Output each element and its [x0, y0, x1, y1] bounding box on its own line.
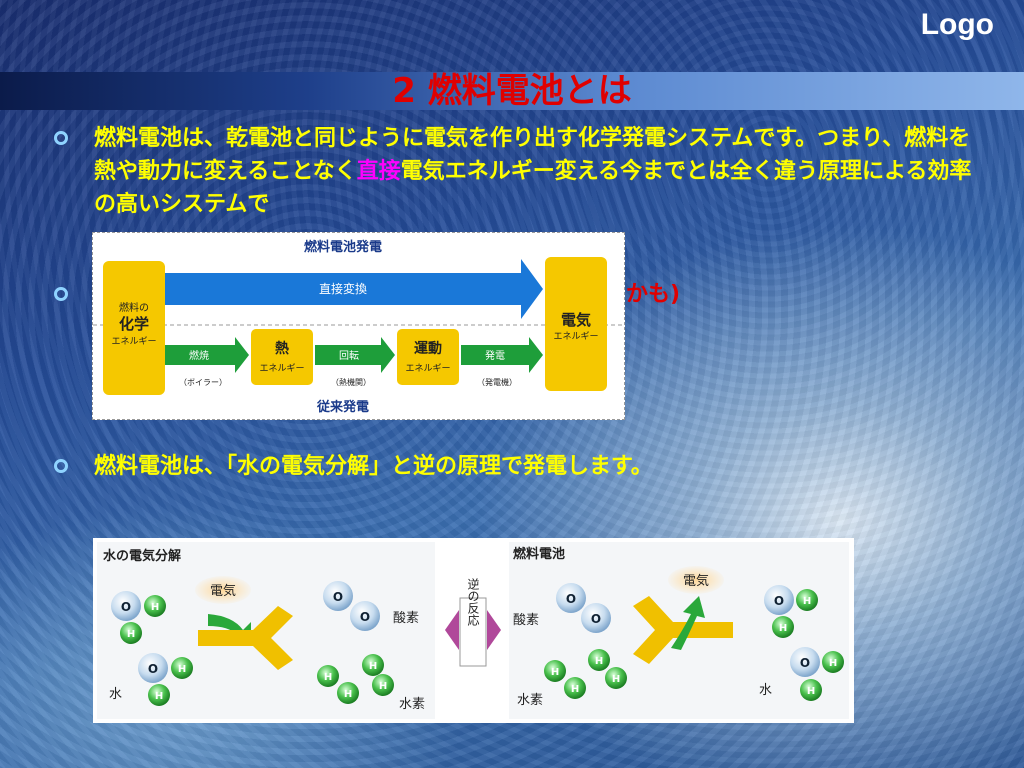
direct-conversion-arrow	[165, 259, 543, 319]
chemical-energy-box	[103, 261, 165, 395]
step2-sub: （熱機関）	[331, 377, 371, 387]
reverse-label: 逆の反応	[466, 577, 480, 627]
left-box-line3: エネルギー	[111, 336, 156, 347]
rotation-arrow	[315, 337, 395, 373]
electric-energy-box	[545, 257, 607, 391]
reverse-box	[459, 597, 487, 667]
hydrogen-label-left: 水素	[399, 697, 425, 712]
bullet-3: 燃料電池は、「水の電気分解」と逆の原理で発電します。	[54, 450, 980, 483]
svg-text:O: O	[333, 590, 343, 604]
direct-arrow-label: 直接変換	[319, 281, 367, 296]
motion-box-line2: エネルギー	[405, 363, 450, 374]
svg-text:H: H	[595, 656, 603, 667]
svg-text:O: O	[360, 610, 370, 624]
bullet-marker	[54, 287, 68, 301]
water-molecules-left: O H H O H H	[111, 591, 193, 706]
hydrogen-label-right: 水素	[517, 693, 543, 708]
step3-sub: （発電機）	[477, 377, 517, 387]
svg-text:H: H	[379, 681, 387, 692]
green-curve-arrow-right	[671, 596, 705, 650]
bullet-1-part1: 燃料電池は、乾電池と同じように電気を作り出す化学発電システムです。つまり、燃料を…	[94, 126, 971, 184]
top-title: 燃料電池発電	[304, 239, 382, 255]
power-generation-svg: 燃料電池発電 従来発電 燃料の 化学 エネルギー 電気 エネルギー 直接変換 燃…	[93, 239, 624, 415]
motion-energy-box	[397, 329, 459, 385]
svg-text:H: H	[807, 686, 815, 697]
svg-text:O: O	[800, 656, 810, 670]
bullet-3-text: 燃料電池は、「水の電気分解」と逆の原理で発電します。	[94, 454, 653, 479]
bullet-1-highlight: 直接	[356, 159, 401, 184]
bullet-1: 燃料電池は、乾電池と同じように電気を作り出す化学発電システムです。つまり、燃料を…	[54, 122, 980, 221]
svg-text:H: H	[344, 689, 352, 700]
svg-text:H: H	[151, 602, 159, 613]
bottom-title: 従来発電	[316, 399, 369, 415]
svg-text:O: O	[121, 600, 131, 614]
power-generation-diagram: 燃料電池発電 従来発電 燃料の 化学 エネルギー 電気 エネルギー 直接変換 燃…	[92, 232, 625, 420]
fuelcell-title: 燃料電池	[513, 546, 565, 562]
step1-label: 燃焼	[189, 349, 209, 362]
reverse-arrow-left-head	[445, 610, 459, 650]
svg-text:H: H	[829, 658, 837, 669]
electricity-label-right: 電気	[683, 573, 709, 589]
bullet-1-part2: 電気エネルギー変える今までとは全く違う原理による効率の高いシステムで	[94, 159, 972, 217]
bullet-1-text: 燃料電池は、乾電池と同じように電気を作り出す化学発電システムです。つまり、燃料を…	[94, 122, 980, 221]
step2-label: 回転	[339, 350, 359, 362]
step1-sub: （ボイラー）	[179, 378, 227, 387]
svg-text:O: O	[591, 612, 601, 626]
right-box-line2: エネルギー	[553, 331, 598, 342]
svg-text:H: H	[551, 667, 559, 678]
oxygen-molecule-right: O O	[556, 583, 611, 633]
heat-box-line1: 熱	[275, 340, 289, 357]
heat-box-line2: エネルギー	[259, 363, 304, 374]
svg-text:H: H	[803, 596, 811, 607]
hydrogen-molecules-left: H H H H	[317, 654, 394, 704]
electricity-glow-left	[195, 576, 251, 604]
svg-text:H: H	[127, 629, 135, 640]
electricity-glow-right	[668, 566, 724, 594]
electrolysis-title: 水の電気分解	[103, 548, 181, 564]
water-molecules-right: O H H O H H	[764, 585, 844, 701]
split-arrow-left	[198, 606, 293, 670]
right-box-line1: 電気	[561, 311, 591, 329]
svg-text:H: H	[779, 623, 787, 634]
bullet-marker	[54, 131, 68, 145]
combustion-arrow	[165, 337, 249, 373]
svg-text:H: H	[612, 674, 620, 685]
oxygen-label-left: 酸素	[393, 611, 419, 626]
oxygen-label-right: 酸素	[513, 613, 539, 628]
heat-energy-box	[251, 329, 313, 385]
svg-text:H: H	[178, 664, 186, 675]
motion-box-line1: 運動	[414, 340, 442, 357]
left-box-line2: 化学	[119, 315, 149, 333]
svg-text:O: O	[566, 592, 576, 606]
svg-text:H: H	[369, 661, 377, 672]
logo: Logo	[920, 8, 994, 41]
svg-text:H: H	[571, 684, 579, 695]
generation-arrow	[461, 337, 543, 373]
svg-text:H: H	[324, 672, 332, 683]
svg-text:H: H	[155, 691, 163, 702]
electricity-label-left: 電気	[210, 583, 236, 599]
slide-title: 2 燃料電池とは	[392, 71, 632, 111]
electrolysis-fuelcell-diagram: 水の電気分解 燃料電池 O H H O H H 水 電気 O O 酸素 H H …	[93, 538, 854, 723]
bullet-2-partial-text: かも)	[626, 282, 681, 307]
water-label-left: 水	[109, 687, 122, 702]
step3-label: 発電	[485, 349, 505, 362]
left-box-line1: 燃料の	[119, 301, 149, 314]
svg-text:O: O	[148, 662, 158, 676]
reverse-arrow-right-head	[487, 610, 501, 650]
water-label-right: 水	[759, 683, 772, 698]
svg-text:O: O	[774, 594, 784, 608]
electrolysis-svg: 水の電気分解 燃料電池 O H H O H H 水 電気 O O 酸素 H H …	[97, 542, 849, 719]
bullet-marker	[54, 459, 68, 473]
title-band	[0, 72, 1024, 110]
oxygen-molecule-left: O O	[323, 581, 380, 631]
hydrogen-molecules-right: H H H H	[544, 649, 627, 699]
